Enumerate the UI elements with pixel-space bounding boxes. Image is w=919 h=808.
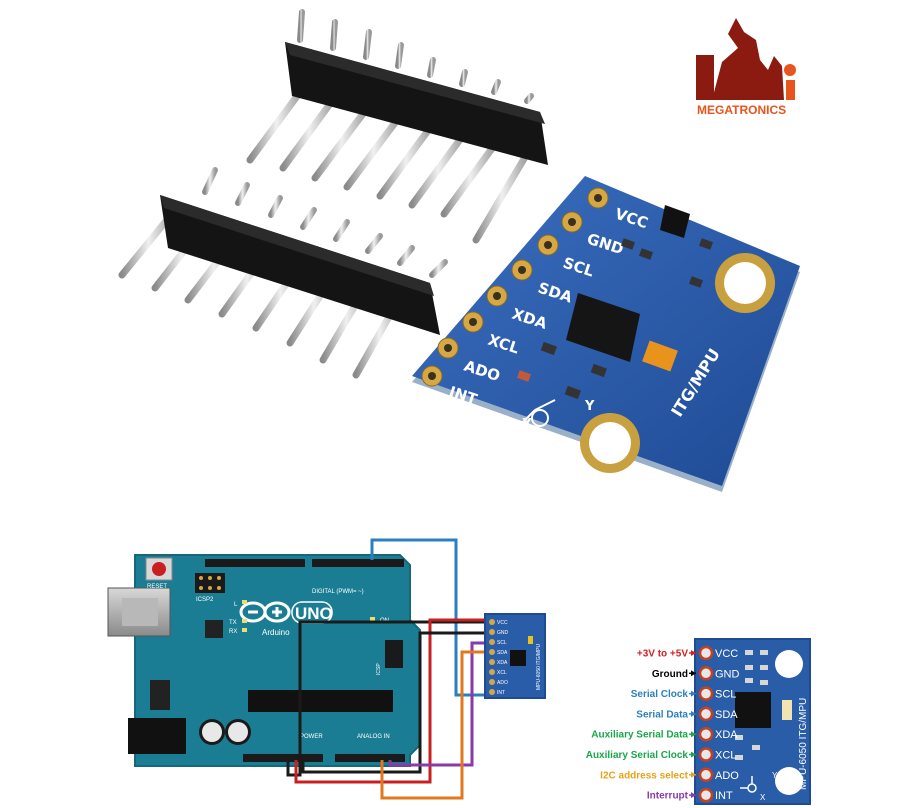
pinout-pad-icon	[698, 645, 714, 661]
pinout-description: Serial Clock	[631, 689, 689, 700]
pinout-chip	[735, 692, 771, 728]
digital-header-a	[205, 559, 305, 567]
digital-label: DIGITAL (PWM= ~)	[312, 589, 364, 595]
pinout-row-scl: Serial Clock SCL	[631, 686, 736, 701]
tantalum-capacitor	[642, 340, 678, 372]
mpu6050-wiring-module: VCC GND SCL SDA XDA XCL ADO INT MPU-6050…	[484, 613, 546, 699]
digital-header-b	[312, 559, 404, 567]
pinout-pin-name: XDA	[715, 729, 738, 741]
wire-scl	[388, 641, 490, 767]
brand-name: MEGATRONICS	[697, 103, 786, 117]
pinout-row-ado: I2C address select ADO	[600, 767, 739, 783]
axis-y-label: Y	[584, 399, 595, 414]
wiring-pin-label: SCL	[497, 640, 507, 646]
pinout-description: Ground	[652, 669, 688, 680]
icsp1-label: ICSP	[376, 663, 382, 675]
pinout-pin-name: SDA	[715, 709, 738, 721]
arduino-uno-board: RESET ICSP2 DIGITAL (PWM= ~) UNO Arduino…	[107, 554, 421, 767]
wiring	[286, 538, 490, 800]
pinout-description: +3V to +5V	[637, 649, 688, 660]
pinout-pad-icon	[698, 747, 714, 762]
mpu-chip	[566, 293, 640, 362]
wiring-pin-label: XDA	[497, 660, 508, 666]
icsp2-label: ICSP2	[196, 597, 214, 603]
atmega-chip	[248, 690, 393, 712]
power-jack-icon	[128, 718, 186, 754]
power-header	[243, 754, 323, 762]
header-pin-strip-lower	[118, 167, 448, 379]
logo-figure-icon	[712, 18, 784, 100]
pinout-arrowhead-icon	[691, 751, 696, 758]
reset-label: RESET	[147, 584, 167, 590]
pinout-pad-icon	[698, 666, 714, 681]
wire-int	[370, 538, 490, 697]
pinout-pad-icon	[698, 726, 714, 742]
arduino-logo-text: Arduino	[262, 628, 290, 637]
pinout-arrowhead-icon	[691, 690, 696, 697]
pinout-axis-arrows-icon	[740, 776, 757, 793]
pinout-description: I2C address select	[600, 770, 688, 781]
l-led-label: L	[234, 602, 238, 608]
reset-button-icon	[152, 562, 166, 576]
pinout-row-vcc: +3V to +5V VCC	[637, 645, 738, 661]
pinout-description: Interrupt	[647, 791, 689, 802]
megatronics-logo: MEGATRONICS	[696, 18, 796, 117]
arduino-logo-icon	[239, 601, 291, 623]
wiring-pin-label: VCC	[497, 620, 508, 626]
wiring-board-text: MPU-6050 ITG/MPU	[536, 643, 542, 690]
wire-sda	[380, 650, 490, 800]
power-led-icon	[516, 370, 532, 382]
pinout-row-int: Interrupt INT	[647, 787, 733, 803]
pinout-row-sda: Serial Data SDA	[636, 706, 738, 722]
pinout-arrowhead-icon	[691, 650, 696, 656]
pinout-pin-name: SCL	[715, 689, 736, 701]
pinout-axis-x: X	[760, 793, 766, 802]
pinout-pad-icon	[698, 686, 714, 701]
pinout-pad-icon	[698, 706, 714, 722]
power-label: POWER	[300, 734, 323, 740]
axis-arrows-icon	[519, 399, 556, 427]
pinout-row-xcl: Auxiliary Serial Clock XCL	[586, 747, 736, 762]
pinout-pad-icon	[698, 767, 714, 783]
pinout-arrowhead-icon	[691, 670, 696, 677]
pinout-description: Auxiliary Serial Data	[591, 730, 688, 741]
wiring-pin-label: SDA	[497, 650, 508, 656]
pinout-pin-name: XCL	[715, 750, 736, 762]
tx-led-label: TX	[229, 620, 237, 626]
analog-header	[335, 754, 405, 762]
arduino-model: UNO	[295, 604, 333, 623]
pinout-description: Serial Data	[636, 709, 688, 720]
pinout-axis-y: Y	[772, 771, 778, 780]
pinout-pin-name: INT	[715, 790, 733, 802]
pinout-arrowhead-icon	[691, 731, 696, 738]
axis-x-label: X	[522, 417, 532, 432]
pinout-arrowhead-icon	[691, 771, 696, 778]
pinout-description: Auxiliary Serial Clock	[586, 750, 689, 761]
wiring-pin-label: XCL	[497, 670, 507, 676]
wire-vcc-red	[294, 618, 488, 784]
pinout-arrowhead-icon	[691, 710, 696, 717]
pinout-pin-name: VCC	[715, 648, 738, 660]
pinout-pin-name: GND	[715, 668, 740, 680]
pinout-diagram: MPU-6050 ITG/MPU X Y +3V to +5V VCC Ground…	[586, 638, 811, 805]
analog-label: ANALOG IN	[357, 734, 390, 740]
wire-vcc	[286, 620, 490, 777]
pinout-pad-icon	[698, 787, 714, 803]
wiring-pin-label: ADO	[497, 680, 508, 686]
wire-gnd	[301, 631, 490, 774]
wiring-pin-label: GND	[497, 630, 509, 636]
wiring-pin-label: INT	[497, 690, 505, 696]
pinout-row-gnd: Ground GND	[652, 666, 740, 681]
rx-led-label: RX	[229, 629, 237, 635]
pinout-row-xda: Auxiliary Serial Data XDA	[591, 726, 738, 742]
pinout-board-text: MPU-6050 ITG/MPU	[798, 698, 809, 790]
pinout-pin-name: ADO	[715, 770, 739, 782]
mpu6050-module-photo: VCC GND SCL SDA XDA XCL ADO INT ITG/MPU …	[412, 176, 800, 492]
pinout-arrowhead-icon	[691, 792, 696, 799]
header-pin-strip-upper	[246, 9, 548, 244]
